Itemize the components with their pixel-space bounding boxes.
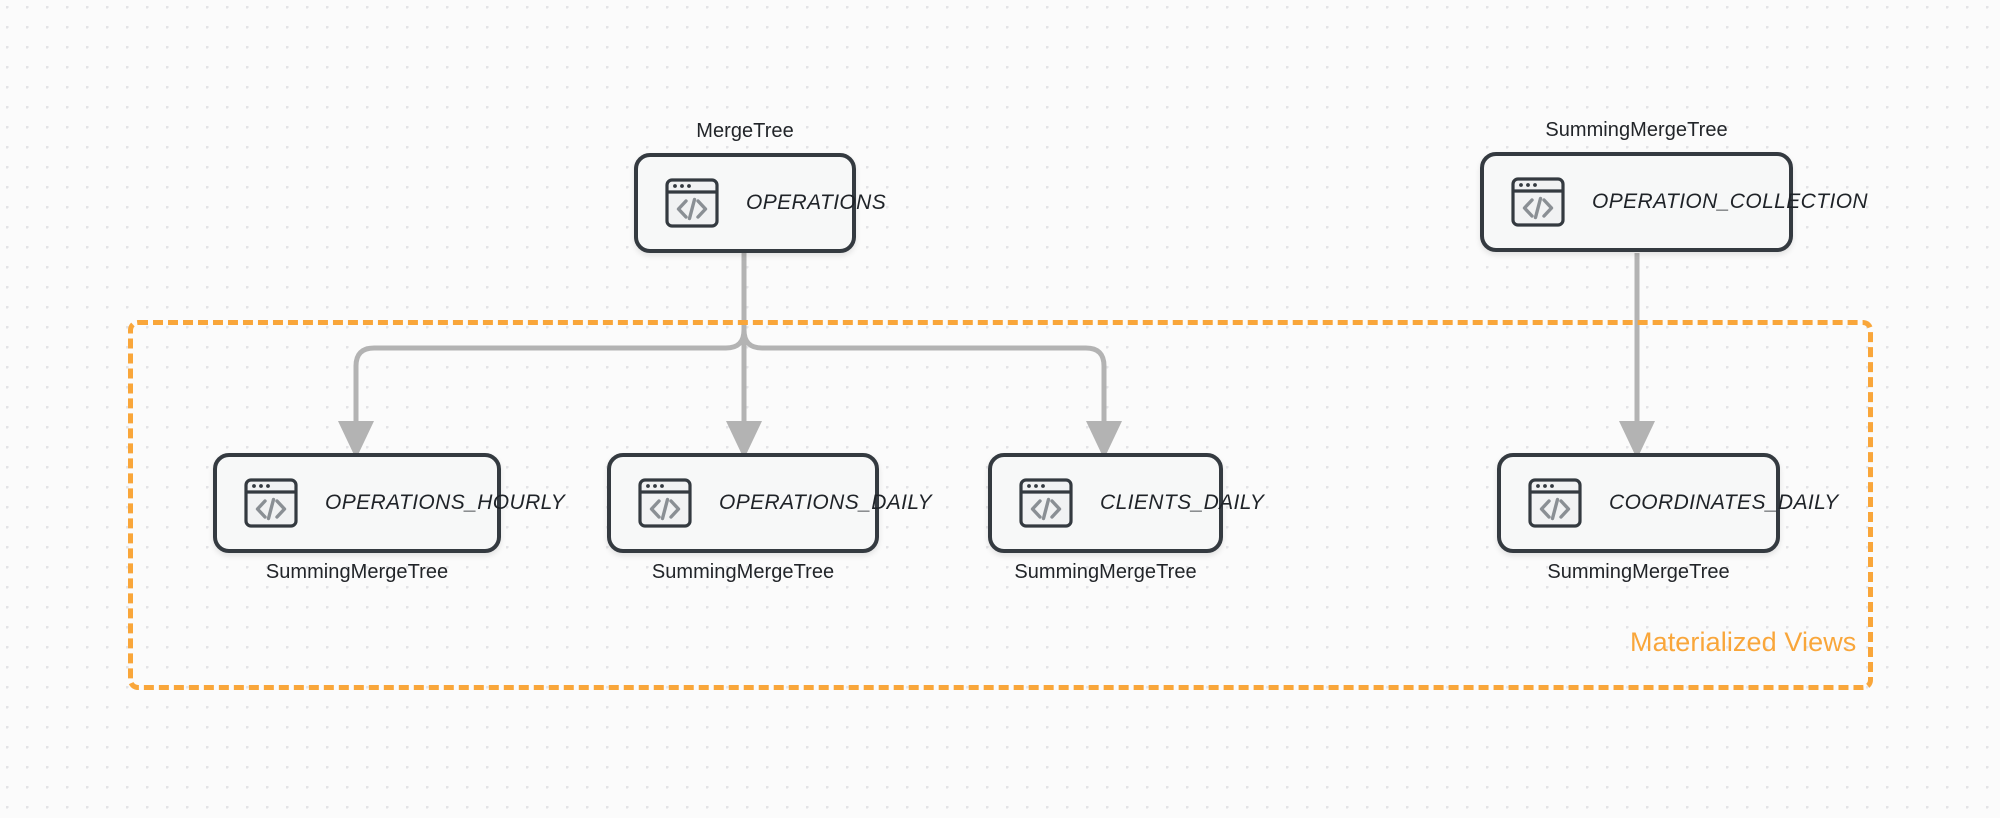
materialized-views-group[interactable]	[128, 320, 1873, 690]
node-clients-daily[interactable]: CLIENTS_DAILY	[988, 453, 1264, 553]
engine-caption-coordinates-daily: SummingMergeTree	[1547, 561, 1730, 583]
node-label: COORDINATES_DAILY	[1609, 491, 1839, 514]
code-window-icon	[1528, 478, 1582, 528]
code-window-icon	[1511, 177, 1565, 227]
node-label: CLIENTS_DAILY	[1100, 491, 1265, 514]
materialized-views-group-label: Materialized Views	[1630, 627, 1857, 657]
node-operations-daily[interactable]: OPERATIONS_DAILY	[607, 453, 932, 553]
node-operations-hourly[interactable]: OPERATIONS_HOURLY	[213, 453, 565, 553]
node-label: OPERATIONS_DAILY	[719, 491, 932, 514]
engine-caption-operations: MergeTree	[696, 120, 794, 142]
node-label: OPERATIONS	[746, 191, 887, 214]
node-operations[interactable]: OPERATIONS	[634, 153, 886, 253]
engine-caption-clients-daily: SummingMergeTree	[1014, 561, 1197, 583]
engine-caption-operations-hourly: SummingMergeTree	[265, 561, 449, 583]
code-window-icon	[638, 478, 692, 528]
engine-caption-operations-daily: SummingMergeTree	[651, 561, 835, 583]
node-label: OPERATIONS_HOURLY	[325, 491, 566, 514]
node-operation-collection[interactable]: OPERATION_COLLECTION	[1480, 152, 1868, 252]
code-window-icon	[1019, 478, 1073, 528]
code-window-icon	[244, 478, 298, 528]
node-coordinates-daily[interactable]: COORDINATES_DAILY	[1497, 453, 1838, 553]
code-window-icon	[665, 178, 719, 228]
node-label: OPERATION_COLLECTION	[1592, 190, 1868, 213]
engine-caption-operation-collection: SummingMergeTree	[1545, 119, 1728, 141]
